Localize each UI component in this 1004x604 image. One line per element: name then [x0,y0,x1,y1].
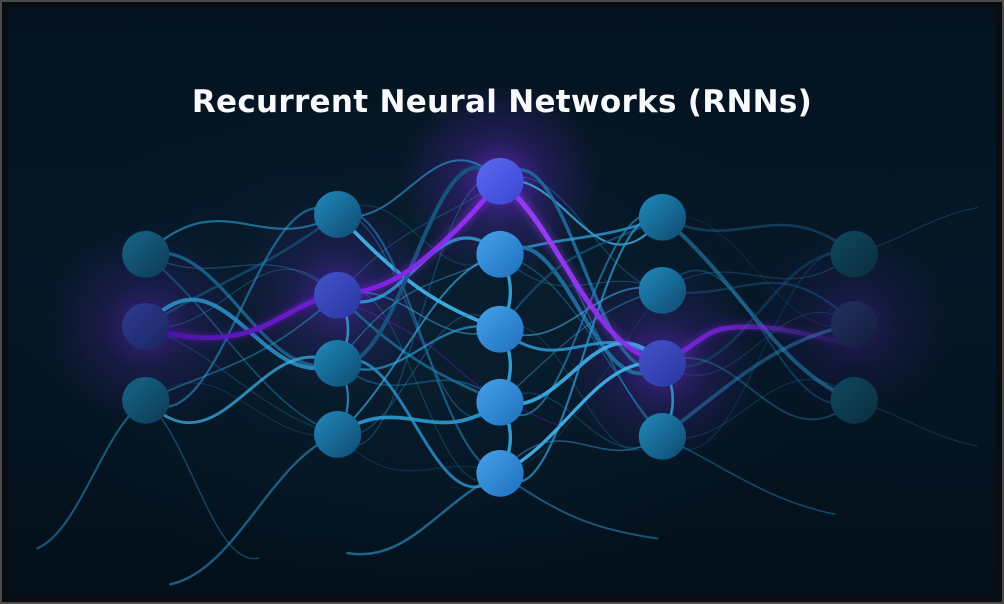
edge [144,355,340,425]
node-hidden-layer-1-3 [314,339,362,387]
edge [660,251,856,369]
edge [661,215,856,256]
edge [144,253,339,436]
page-title: Recurrent Neural Networks (RNNs) [191,84,813,120]
edge [144,213,339,256]
edge [335,165,503,366]
edge [144,206,339,409]
highlight-strand-faint [340,299,562,428]
edge [498,179,664,246]
edge [335,212,502,332]
node-input-layer-3 [122,376,170,424]
node-hidden-layer-2-2 [476,230,524,278]
edge [337,433,501,474]
node-hidden-layer-3-3 [638,339,687,387]
node-hidden-layer-3-1 [638,193,687,241]
edge [336,362,501,404]
node-hidden-layer-2-3 [476,305,524,353]
edge [145,382,339,437]
edge [143,297,340,371]
node-hidden-layer-3-2 [638,266,687,314]
edge [337,180,501,296]
stray-edge [346,472,502,556]
node-output-layer-1 [830,230,878,278]
edge [144,294,339,402]
edge [145,253,339,296]
stray-edge [145,399,260,559]
node-hidden-layer-2-5 [476,449,524,497]
edge [661,281,856,326]
edge [144,213,340,328]
edge [661,253,855,291]
edge [498,216,664,331]
edge [336,313,501,437]
edge [661,250,856,450]
edge [660,215,857,403]
node-hidden-layer-1-2 [314,271,362,319]
neural-network-graphic [36,81,978,586]
node-output-layer-3 [830,376,878,424]
edge [145,268,339,329]
node-hidden-layer-2-1 [476,157,524,205]
node-hidden-layer-1-4 [314,411,362,458]
stray-edge [499,472,659,540]
node-hidden-layer-2-4 [476,378,524,426]
node-input-layer-1 [122,230,170,278]
edge [499,435,664,475]
edge [661,356,856,421]
stray-edge [169,433,339,586]
edge [499,289,663,474]
edge [336,253,501,365]
edge [661,215,855,328]
edge [498,215,664,484]
edge [335,400,502,437]
node-output-layer-2 [830,301,878,348]
edge [336,293,502,404]
stray-edge [661,435,836,516]
node-hidden-layer-3-4 [638,412,687,460]
edge [499,253,664,438]
illustration-stage: Recurrent Neural Networks (RNNs) [8,8,996,596]
edge [499,213,664,416]
edge [336,253,502,436]
edge [499,176,663,291]
edge [661,311,855,376]
edge [144,250,340,368]
edge [660,322,857,439]
edge [337,177,501,446]
edge [499,325,663,451]
edge [661,379,855,439]
node-hidden-layer-1-1 [314,191,362,238]
node-input-layer-2 [122,302,170,350]
